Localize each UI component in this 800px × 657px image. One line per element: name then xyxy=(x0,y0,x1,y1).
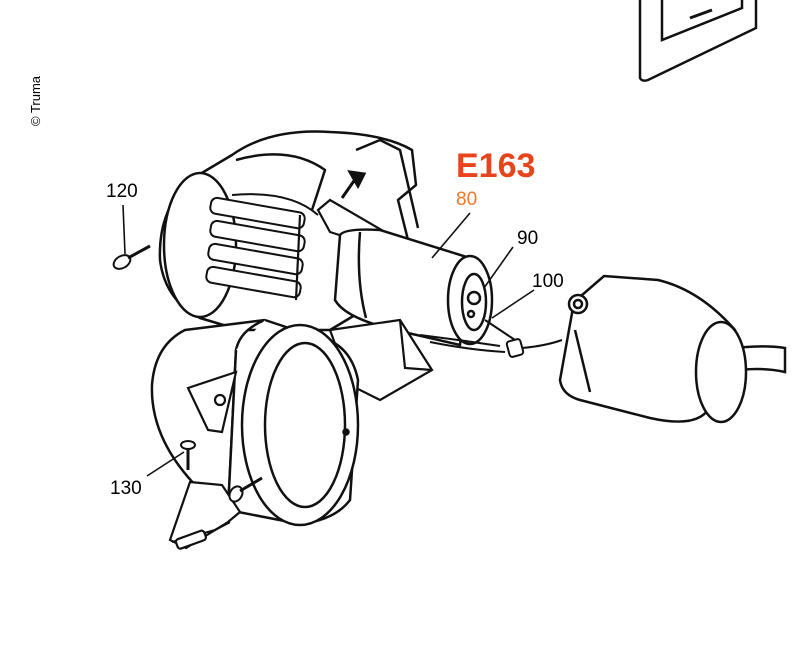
leader-130 xyxy=(146,451,185,477)
callout-80: 80 xyxy=(456,189,477,210)
callout-130: 130 xyxy=(110,478,142,499)
screw-120-icon xyxy=(112,244,151,270)
flow-arrow-icon xyxy=(340,170,367,199)
screw-foot-icon xyxy=(228,476,263,503)
cable-cone-cap xyxy=(558,274,787,424)
callout-120: 120 xyxy=(106,181,138,202)
lower-duct xyxy=(150,318,360,527)
leader-100 xyxy=(491,289,535,319)
connection-wires xyxy=(419,319,563,358)
leader-80 xyxy=(431,212,471,259)
screw-130-icon xyxy=(180,440,196,470)
motor-cylinder xyxy=(333,228,494,347)
leader-120 xyxy=(122,204,126,255)
callout-100: 100 xyxy=(532,271,564,292)
leader-lines xyxy=(122,204,535,477)
callout-90: 90 xyxy=(517,228,538,249)
part-code-label: E163 xyxy=(456,147,535,185)
control-panel xyxy=(638,0,758,82)
duct-clip xyxy=(186,370,238,434)
foot-bracket xyxy=(168,480,242,550)
leader-90 xyxy=(483,246,514,289)
motor-fins xyxy=(205,193,319,299)
